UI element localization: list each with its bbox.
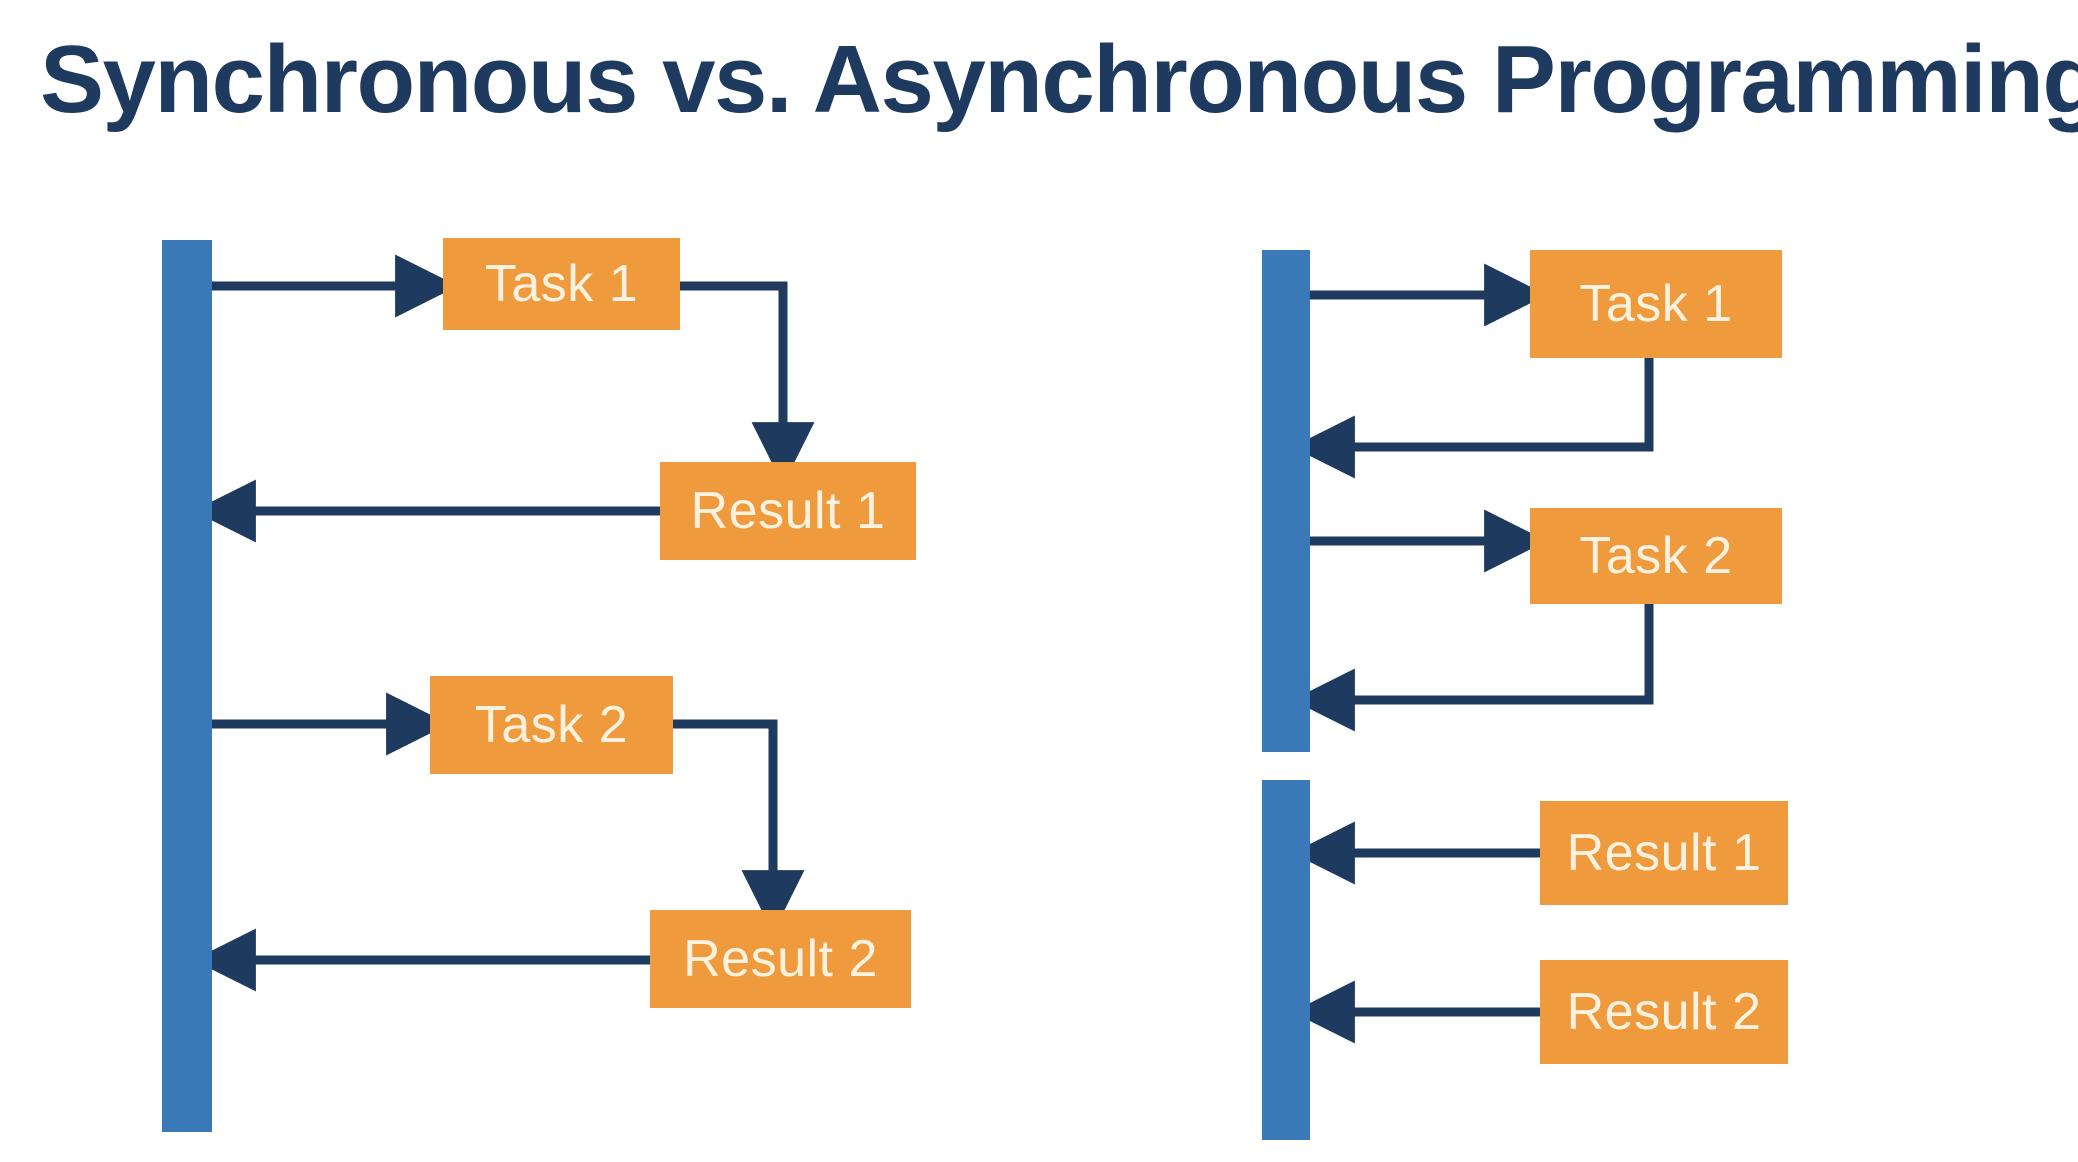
sync-task-1-box[interactable]: Task 1 [443,238,680,330]
sync-arrow-drop-1 [678,281,815,486]
sync-result-1-box[interactable]: Result 1 [660,462,916,560]
async-result-1-label: Result 1 [1566,824,1762,882]
page-title: Synchronous vs. Asynchronous Programming [40,26,2078,133]
async-result-1-box[interactable]: Result 1 [1540,801,1788,905]
sync-task-2-box[interactable]: Task 2 [430,676,673,774]
async-result-2-box[interactable]: Result 2 [1540,960,1788,1064]
async-task-2-label: Task 2 [1579,527,1733,585]
async-result-2-label: Result 2 [1566,983,1762,1041]
async-main-thread-bar-top [1262,250,1310,752]
sync-main-thread-bar [162,240,212,1132]
sync-result-1-label: Result 1 [690,482,886,540]
sync-task-1-label: Task 1 [484,255,639,313]
async-task-2-box[interactable]: Task 2 [1530,508,1782,604]
sync-arrow-drop-2 [672,719,805,934]
async-main-thread-bar-bottom [1262,780,1310,1140]
sync-result-2-box[interactable]: Result 2 [650,910,911,1008]
sync-result-2-label: Result 2 [683,930,878,988]
async-arrow-return-2 [1291,603,1654,732]
async-task-1-box[interactable]: Task 1 [1530,250,1782,358]
sync-task-2-label: Task 2 [474,696,629,754]
async-arrow-return-1 [1291,358,1654,479]
async-task-1-label: Task 1 [1579,275,1733,333]
